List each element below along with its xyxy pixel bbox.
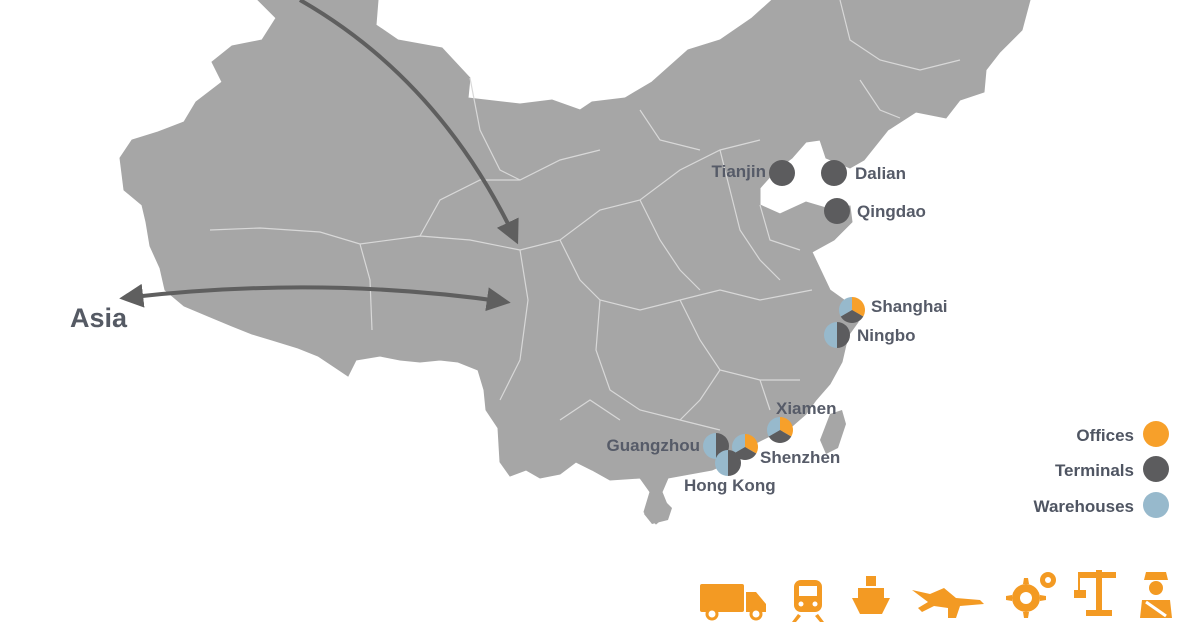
pie-slice-warehouses [715, 450, 728, 476]
legend-label-offices: Offices [1076, 426, 1134, 445]
gears-icon [1006, 572, 1056, 618]
pie-slice-offices [852, 297, 866, 317]
legend-label-warehouses: Warehouses [1034, 497, 1134, 516]
legend-swatch-offices [1143, 421, 1169, 447]
pie-slice-warehouses [839, 297, 852, 317]
pie-slice-warehouses [703, 433, 716, 459]
china-landmass [119, 0, 1031, 525]
service-icons [700, 570, 1172, 622]
pie-slice-offices [745, 434, 758, 454]
location-marker-tianjin[interactable] [769, 160, 795, 186]
airplane-icon [912, 588, 984, 618]
legend-swatch-warehouses [1143, 492, 1169, 518]
truck-icon [700, 584, 766, 621]
asia-link-arrow [119, 283, 511, 312]
customs-officer-icon [1140, 572, 1172, 618]
pie-slice-warehouses [767, 417, 780, 437]
train-icon [792, 580, 824, 622]
location-label: Dalian [855, 164, 906, 183]
pie-slice-terminals [728, 450, 741, 476]
taiwan-landmass [820, 410, 846, 454]
location-label: Hong Kong [684, 476, 776, 495]
location-label: Ningbo [857, 326, 916, 345]
legend-label-terminals: Terminals [1055, 461, 1134, 480]
location-marker-ningbo[interactable] [824, 322, 850, 348]
location-label: Tianjin [712, 162, 766, 181]
flow-arrows [119, 0, 519, 312]
location-marker-shanghai[interactable] [839, 297, 866, 323]
pie-slice-terminals [769, 160, 795, 186]
pie-slice-warehouses [824, 322, 837, 348]
location-label: Xiamen [776, 399, 836, 418]
pie-slice-terminals [837, 322, 850, 348]
crane-icon [1074, 570, 1116, 616]
inbound-arrow [299, 0, 519, 245]
location-label: Shanghai [871, 297, 948, 316]
location-marker-qingdao[interactable] [824, 198, 850, 224]
location-label: Guangzhou [607, 436, 700, 455]
hainan-landmass [644, 500, 672, 524]
location-markers: Tianjin DalianQingdaoShanghaiNingboXiamen… [607, 160, 948, 495]
pie-slice-terminals [824, 198, 850, 224]
pie-slice-offices [780, 417, 793, 437]
location-label: Qingdao [857, 202, 926, 221]
ship-icon [852, 576, 890, 614]
asia-label: Asia [70, 303, 128, 333]
province-borders [209, 0, 961, 431]
pie-slice-terminals [821, 160, 847, 186]
location-marker-dalian[interactable] [821, 160, 847, 186]
location-label: Shenzhen [760, 448, 840, 467]
pie-slice-warehouses [732, 434, 745, 454]
location-marker-hong-kong[interactable] [715, 450, 741, 476]
legend-swatch-terminals [1143, 456, 1169, 482]
location-marker-xiamen[interactable] [767, 417, 793, 443]
